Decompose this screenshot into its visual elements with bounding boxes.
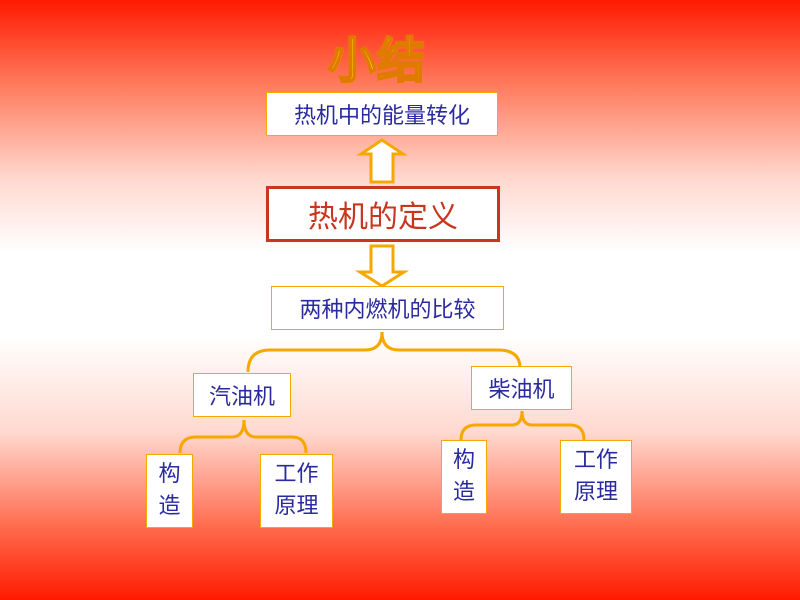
- node-definition: 热机的定义: [266, 186, 500, 242]
- node-gasoline-structure-line-1: 构: [158, 462, 181, 487]
- node-diesel-engine: 柴油机: [471, 366, 572, 410]
- node-comparison: 两种内燃机的比较: [271, 286, 504, 330]
- node-gasoline-principle-line-1: 工作: [274, 462, 319, 487]
- brace-gasoline: [178, 419, 308, 454]
- node-diesel-structure-line-2: 造: [452, 480, 475, 505]
- node-diesel-structure-line-1: 构: [452, 448, 475, 473]
- node-energy-conversion: 热机中的能量转化: [266, 92, 498, 136]
- brace-comparison: [246, 331, 522, 373]
- node-diesel-principle-line-2: 原理: [573, 480, 618, 505]
- node-gasoline-engine: 汽油机: [193, 373, 291, 417]
- node-gasoline-structure-line-2: 造: [158, 494, 181, 519]
- node-definition-label: 热机的定义: [308, 200, 458, 235]
- slide-title: 小结: [327, 32, 426, 90]
- node-diesel-principle-line-1: 工作: [573, 448, 618, 473]
- node-diesel-structure: 构 造: [441, 440, 487, 514]
- down-arrow-icon: [354, 244, 410, 288]
- node-gasoline-structure: 构 造: [146, 454, 193, 528]
- node-diesel-principle: 工作 原理: [560, 440, 632, 514]
- node-gasoline-label: 汽油机: [208, 385, 275, 410]
- node-comparison-label: 两种内燃机的比较: [299, 298, 476, 323]
- up-arrow-icon: [356, 138, 408, 184]
- node-gasoline-principle: 工作 原理: [260, 454, 333, 528]
- node-energy-label: 热机中的能量转化: [293, 104, 470, 129]
- node-diesel-label: 柴油机: [488, 378, 555, 403]
- node-gasoline-principle-line-2: 原理: [274, 494, 319, 519]
- brace-diesel: [459, 410, 586, 441]
